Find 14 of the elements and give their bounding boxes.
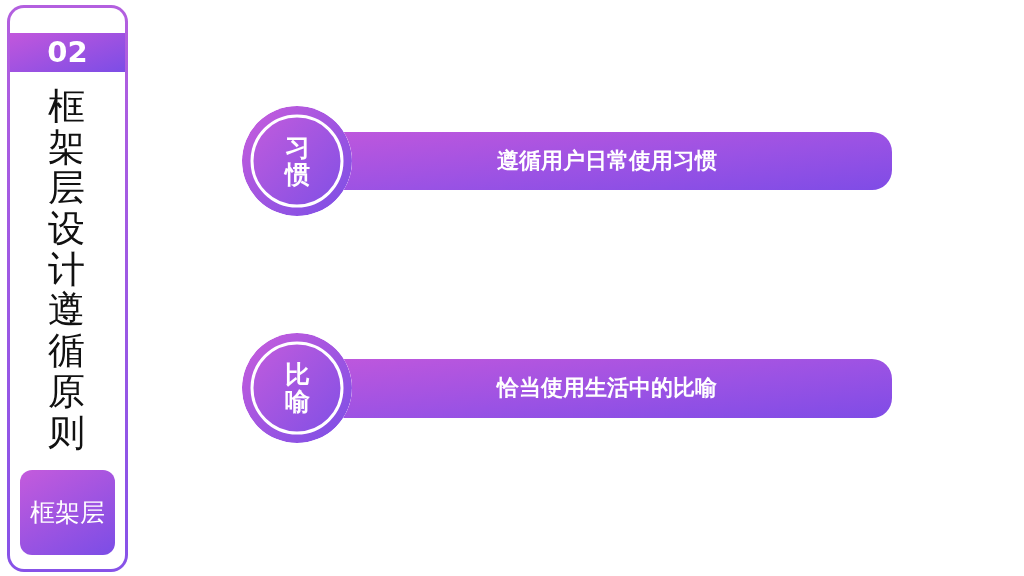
banner-text: 恰当使用生活中的比喻: [497, 375, 717, 402]
tag-tile: [20, 470, 115, 555]
tag-label: 框架层: [30, 500, 105, 525]
section-number: 02: [47, 38, 88, 67]
panel-title: 框架层设计遵循原则: [48, 87, 85, 454]
badge-label: 比喻: [284, 360, 310, 416]
banner-text: 遵循用户日常使用习惯: [497, 147, 717, 175]
circle-badge: [242, 106, 352, 216]
circle-badge: [242, 333, 352, 443]
side-panel: [7, 5, 128, 572]
banner-bar: [343, 359, 892, 418]
badge-label: 习惯: [284, 133, 310, 189]
banner-bar: [343, 132, 892, 190]
header-band: [10, 33, 125, 72]
